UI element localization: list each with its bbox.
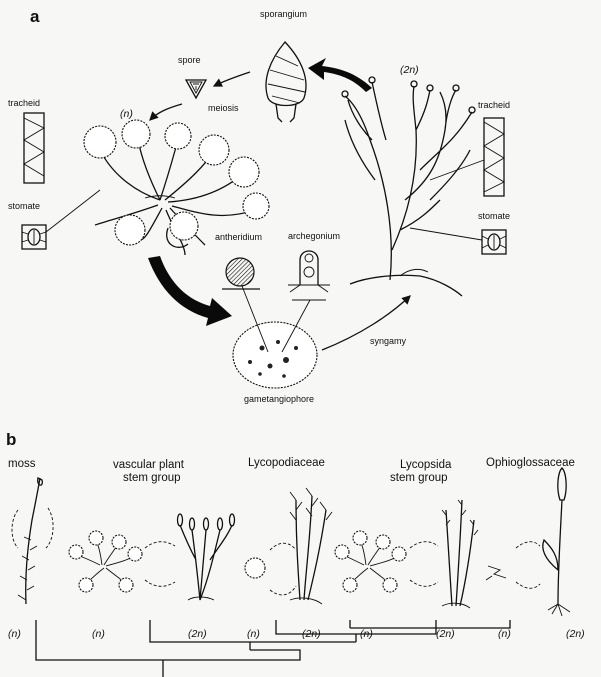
stomate-label-right: stomate [478, 211, 510, 221]
lycopsida-gametophyte [335, 531, 406, 592]
gametangiophore-illustration [233, 286, 317, 388]
ploidy-label-b-8: (n) [498, 628, 511, 640]
arrow-to-sporangium [308, 58, 372, 92]
cycle-arrows-vascular [145, 542, 175, 587]
cycle-arrows-lycopodiaceae [270, 543, 296, 595]
sporangium-label: sporangium [260, 9, 307, 19]
ploidy-2n-a: (2n) [400, 64, 419, 76]
ploidy-label-b-9: (2n) [566, 628, 585, 640]
gametangiophore-label: gametangiophore [244, 394, 314, 404]
ophioglossaceae-sporophyte [543, 468, 570, 616]
sporophyte-illustration [342, 77, 475, 296]
stomate-illustration-right [482, 230, 506, 254]
tracheid-label-left: tracheid [8, 98, 40, 108]
antheridium-label: antheridium [215, 232, 262, 242]
archegonium-label: archegonium [288, 231, 340, 241]
group-label-moss: moss [8, 458, 36, 470]
tracheid-illustration-right [484, 118, 504, 196]
panel-a-letter: a [30, 7, 40, 26]
ploidy-label-b-3: (2n) [188, 628, 207, 640]
group-label-ophioglossaceae: Ophioglossaceae [486, 457, 575, 469]
pointer-stomate-left [46, 190, 100, 232]
ploidy-label-b-2: (n) [92, 628, 105, 640]
arrow-to-spore [214, 72, 250, 86]
lycopodiaceae-sporophyte [290, 488, 332, 604]
ploidy-n-a: (n) [120, 108, 133, 120]
cycle-arrows-ophioglossaceae [516, 542, 540, 589]
ploidy-label-b-1: (n) [8, 628, 21, 640]
pointer-tracheid-right [430, 160, 484, 180]
group-label-lycopodiaceae: Lycopodiaceae [248, 457, 325, 469]
cycle-arrows-lycopsida [410, 542, 438, 587]
arrow-to-gametangiophore [148, 256, 232, 326]
stomate-illustration-left [22, 225, 46, 249]
cladogram [36, 620, 510, 677]
ploidy-label-b-4: (n) [247, 628, 260, 640]
lycopodiaceae-gametophyte [245, 558, 265, 578]
tracheid-illustration-left [24, 113, 44, 183]
group-label-vascular-1: vascular plant [113, 459, 185, 471]
group-label-vascular-2: stem group [123, 472, 181, 484]
moss-illustration [12, 478, 53, 604]
group-label-lycopsida-1: Lycopsida [400, 459, 452, 471]
lycopsida-sporophyte [442, 500, 478, 608]
ploidy-label-b-7: (2n) [436, 628, 455, 640]
stomate-label-left: stomate [8, 201, 40, 211]
vascular-stem-gametophyte [69, 531, 142, 592]
tracheid-label-right: tracheid [478, 100, 510, 110]
meiosis-label: meiosis [208, 103, 239, 113]
spore-illustration [186, 80, 206, 98]
vascular-stem-sporophyte [178, 514, 235, 600]
archegonium-illustration [288, 251, 330, 300]
group-label-lycopsida-2: stem group [390, 472, 448, 484]
ophioglossaceae-gametophyte [486, 566, 506, 580]
pointer-stomate-right [410, 228, 482, 240]
syngamy-label: syngamy [370, 336, 407, 346]
spore-label: spore [178, 55, 201, 65]
arrow-from-spore [150, 104, 182, 120]
panel-b-letter: b [6, 430, 16, 449]
sporangium-illustration [266, 42, 306, 122]
antheridium-illustration [222, 258, 260, 289]
